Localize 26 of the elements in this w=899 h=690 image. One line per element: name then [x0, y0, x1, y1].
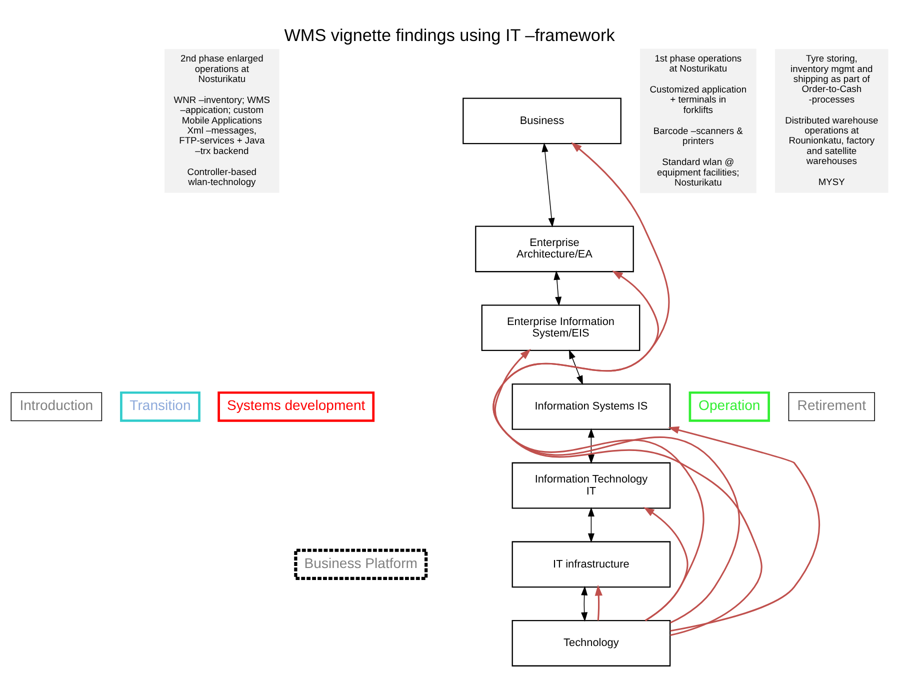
node-box: Enterprise Information System/EIS [481, 304, 640, 352]
arrow [492, 142, 704, 622]
arrow [542, 142, 555, 228]
arrow [581, 586, 588, 622]
arrow [492, 270, 740, 624]
node-box: Transition [120, 391, 200, 422]
arrow [494, 348, 762, 636]
node-box: IT infrastructure [512, 541, 671, 588]
arrow [588, 507, 594, 543]
node-box: Information Systems IS [512, 383, 671, 430]
arrow [554, 270, 562, 306]
node-box: Systems development [218, 391, 375, 422]
node-box: Technology [512, 620, 671, 666]
arrow [668, 426, 820, 632]
arrow [588, 428, 594, 464]
arrow [594, 584, 602, 621]
diagram-title: WMS vignette findings using IT –framework [284, 24, 615, 45]
node-box: Enterprise Architecture/EA [475, 226, 634, 272]
node-box: Business Platform [294, 548, 428, 580]
node-box: Information Technology IT [512, 462, 671, 509]
node-box: Operation [688, 391, 770, 422]
arrow [568, 349, 583, 385]
arrow [643, 506, 688, 622]
node-box: Introduction [10, 392, 102, 422]
node-box: Business [462, 98, 622, 144]
node-box: Retirement [788, 392, 875, 422]
